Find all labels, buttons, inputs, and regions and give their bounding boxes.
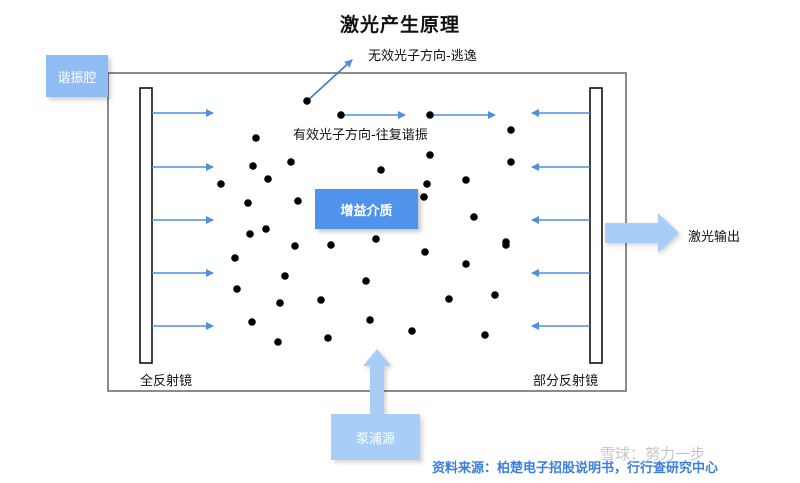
photon-dot <box>246 230 254 238</box>
photon-dot <box>274 338 282 346</box>
laser-output-label: 激光输出 <box>688 230 741 245</box>
photon-dot <box>276 299 284 307</box>
effective-photon-label: 有效光子方向-往复谐振 <box>293 128 428 143</box>
photon-dot <box>262 225 270 233</box>
photon-dot <box>249 162 257 170</box>
watermark: 雪球：努力一步 <box>600 445 706 463</box>
photon-dot <box>264 175 272 183</box>
pump-source-box: 泵浦源 <box>331 414 420 460</box>
photon-dot <box>327 241 335 249</box>
photon-dot <box>423 180 431 188</box>
photon-dot <box>317 296 325 304</box>
photon-dot <box>445 295 453 303</box>
full-mirror <box>139 87 153 364</box>
photon-dot <box>470 213 478 221</box>
photon-dot <box>408 327 416 335</box>
photon-group <box>217 97 515 346</box>
photon-dot <box>507 158 515 166</box>
left-reflect-arrows <box>152 109 214 330</box>
photon-dot <box>303 97 311 105</box>
escape-photon-label: 无效光子方向-逃逸 <box>368 49 477 64</box>
photon-dot <box>372 235 380 243</box>
photon-dot <box>502 241 510 249</box>
photon-dot <box>233 285 241 293</box>
right-reflect-arrows <box>531 109 590 330</box>
photon-dot <box>287 158 295 166</box>
photon-dot <box>507 126 515 134</box>
full-mirror-label: 全反射镜 <box>140 374 193 389</box>
photon-dot <box>481 331 489 339</box>
photon-dot <box>491 291 499 299</box>
photon-dot <box>337 111 345 119</box>
photon-dot <box>231 254 239 262</box>
photon-dot <box>366 316 374 324</box>
photon-dot <box>217 180 225 188</box>
photon-dot <box>324 334 332 342</box>
photon-dot <box>252 134 260 142</box>
escape-arrow <box>306 59 353 102</box>
photon-dot <box>377 166 385 174</box>
pump-arrow <box>363 349 391 414</box>
diagram-title: 激光产生原理 <box>339 14 460 36</box>
partial-mirror <box>589 87 603 364</box>
photon-dot <box>294 197 302 205</box>
photon-dot <box>420 193 428 201</box>
photon-dot <box>426 151 434 159</box>
photon-dot <box>421 248 429 256</box>
photon-dot <box>462 176 470 184</box>
source-note: 资料来源：柏楚电子招股说明书，行行查研究中心 <box>432 461 719 476</box>
cavity-label: 谐振腔 <box>46 55 108 97</box>
laser-output-arrow <box>605 213 679 253</box>
photon-dot <box>291 242 299 250</box>
gain-medium-box: 增益介质 <box>315 189 418 229</box>
photon-dot <box>362 277 370 285</box>
photon-dot <box>426 111 434 119</box>
photon-dot <box>244 199 252 207</box>
photon-dot <box>248 318 256 326</box>
photon-dot <box>462 260 470 268</box>
cavity-outline <box>107 72 627 392</box>
photon-dot <box>281 272 289 280</box>
partial-mirror-label: 部分反射镜 <box>533 374 599 389</box>
